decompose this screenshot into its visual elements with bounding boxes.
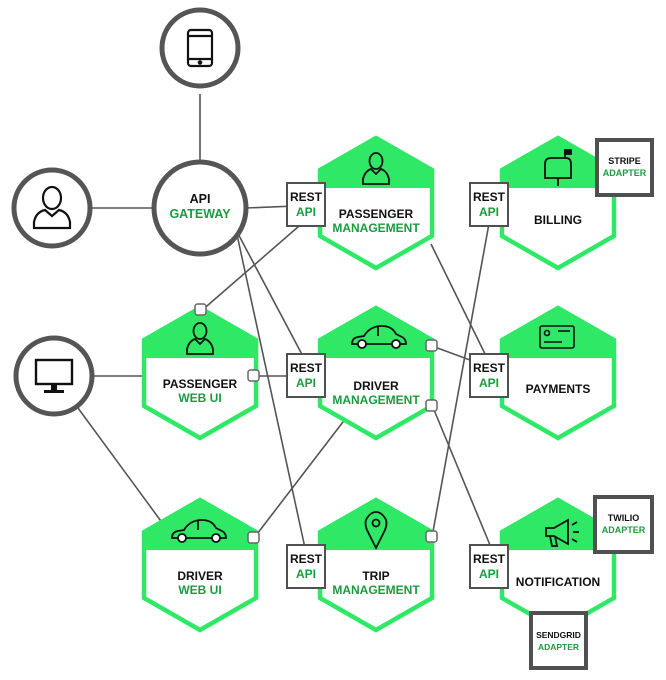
port xyxy=(247,531,260,544)
driver-web-ui-service[interactable]: DRIVER WEB UI xyxy=(141,497,259,633)
trip-management-subtitle: MANAGEMENT xyxy=(332,583,420,597)
rest-api-notification[interactable]: REST API xyxy=(469,544,509,589)
passenger-management-service[interactable]: PASSENGER MANAGEMENT xyxy=(317,135,435,271)
trip-mgmt-billing-api-link xyxy=(431,217,491,538)
person-icon xyxy=(186,322,214,355)
port xyxy=(194,303,207,316)
passenger-mgmt-payments-api-link xyxy=(430,243,489,361)
person-icon xyxy=(362,152,390,185)
passenger-web-ui-subtitle: WEB UI xyxy=(178,391,221,405)
svg-text:REST: REST xyxy=(290,190,323,204)
car-icon xyxy=(171,519,227,543)
trip-management-service[interactable]: TRIP MANAGEMENT xyxy=(317,497,435,633)
svg-text:REST: REST xyxy=(473,361,506,375)
user-icon xyxy=(32,185,72,230)
svg-text:STRIPE: STRIPE xyxy=(608,156,641,166)
trip-management-title: TRIP xyxy=(362,569,389,583)
driver-web-ui-title: DRIVER xyxy=(177,569,223,583)
driver-mgmt-notification-api-link xyxy=(431,404,491,546)
rest-api-billing[interactable]: REST API xyxy=(469,182,509,227)
driver-management-service[interactable]: DRIVER MANAGEMENT xyxy=(317,305,435,441)
connectors xyxy=(77,94,491,549)
gateway-subtitle: GATEWAY xyxy=(169,207,231,221)
driver-management-subtitle: MANAGEMENT xyxy=(332,393,420,407)
svg-text:API: API xyxy=(296,205,316,219)
mailbox-icon xyxy=(544,149,572,186)
twilio-adapter[interactable]: TWILIO ADAPTER xyxy=(593,495,654,554)
smartphone-icon xyxy=(186,28,214,68)
map-pin-icon xyxy=(364,511,388,551)
gateway-driver-mgmt-link xyxy=(234,227,307,363)
connection-ports xyxy=(194,303,438,544)
port xyxy=(425,399,438,412)
port xyxy=(425,530,438,543)
api-gateway-node[interactable]: API GATEWAY xyxy=(151,159,249,257)
stripe-adapter[interactable]: STRIPE ADAPTER xyxy=(595,138,654,197)
driver-management-title: DRIVER xyxy=(353,379,399,393)
svg-text:ADAPTER: ADAPTER xyxy=(603,168,647,178)
passenger-management-title: PASSENGER xyxy=(339,207,414,221)
car-icon xyxy=(351,325,407,349)
driver-ui-driver-mgmt-link xyxy=(253,417,347,539)
gateway-title: API xyxy=(190,192,211,206)
gateway-trip-mgmt-link xyxy=(235,229,306,549)
port xyxy=(247,369,260,382)
passenger-ui-passenger-api-link xyxy=(199,219,307,313)
rest-api-payments[interactable]: REST API xyxy=(469,353,509,398)
svg-text:REST: REST xyxy=(290,552,323,566)
desktop-driver-ui-link xyxy=(77,407,167,529)
svg-text:ADAPTER: ADAPTER xyxy=(602,525,646,535)
notification-title: NOTIFICATION xyxy=(516,575,600,589)
svg-text:API: API xyxy=(479,376,499,390)
driver-mgmt-payments-api-link xyxy=(431,345,471,361)
port xyxy=(425,339,438,352)
payments-service[interactable]: PAYMENTS xyxy=(499,305,617,441)
billing-title: BILLING xyxy=(534,213,582,227)
svg-text:API: API xyxy=(479,567,499,581)
svg-text:REST: REST xyxy=(290,361,323,375)
passenger-web-ui-service[interactable]: PASSENGER WEB UI xyxy=(141,305,259,441)
credit-card-icon xyxy=(539,325,575,349)
svg-text:SENDGRID: SENDGRID xyxy=(536,630,581,640)
rest-api-passenger-management[interactable]: REST API xyxy=(286,182,326,227)
monitor-icon xyxy=(34,358,74,393)
rest-api-driver-management[interactable]: REST API xyxy=(286,353,326,398)
user-client[interactable] xyxy=(11,167,93,249)
desktop-client[interactable] xyxy=(13,335,95,417)
svg-text:API: API xyxy=(296,567,316,581)
svg-text:API: API xyxy=(479,205,499,219)
svg-text:API: API xyxy=(296,376,316,390)
megaphone-icon xyxy=(545,518,579,547)
svg-text:TWILIO: TWILIO xyxy=(608,513,640,523)
passenger-management-subtitle: MANAGEMENT xyxy=(332,221,420,235)
passenger-web-ui-title: PASSENGER xyxy=(163,377,238,391)
rest-api-trip-management[interactable]: REST API xyxy=(286,544,326,589)
smartphone-client[interactable] xyxy=(159,7,241,89)
sendgrid-adapter[interactable]: SENDGRID ADAPTER xyxy=(529,611,588,670)
driver-web-ui-subtitle: WEB UI xyxy=(178,583,221,597)
svg-text:ADAPTER: ADAPTER xyxy=(538,642,579,652)
payments-title: PAYMENTS xyxy=(526,382,591,396)
svg-text:REST: REST xyxy=(473,190,506,204)
svg-text:REST: REST xyxy=(473,552,506,566)
